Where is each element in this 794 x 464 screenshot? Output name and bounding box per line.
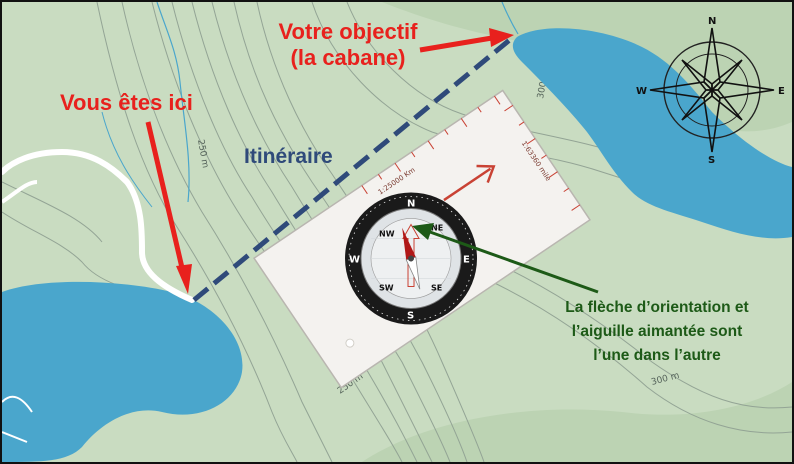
route-label: Itinéraire	[244, 145, 333, 168]
ring-southwest: SW	[379, 283, 394, 292]
lake-left	[2, 281, 243, 462]
note-arrow	[412, 223, 599, 294]
goal-label: Votre objectif (la cabane)	[268, 19, 428, 71]
goal-label-line-2: (la cabane)	[290, 45, 406, 70]
rose-east: E	[778, 86, 785, 97]
route-line	[192, 36, 514, 302]
ring-southeast: SE	[431, 283, 442, 292]
rose-north: N	[708, 16, 716, 27]
you-are-here-label: Vous êtes ici	[60, 90, 193, 115]
forest-area	[362, 382, 792, 462]
magnetic-needle	[402, 227, 421, 290]
magnifier	[345, 338, 355, 348]
ruler-right	[504, 104, 581, 211]
trail	[2, 395, 33, 443]
rose-south: S	[708, 155, 715, 166]
contour-label: 250 m	[195, 139, 210, 169]
note-line-2: l’aiguille aimantée sont	[571, 323, 743, 340]
ring-north: N	[407, 198, 415, 209]
ring-northeast: NE	[431, 223, 443, 232]
goal-label-line-1: Votre objectif	[278, 19, 418, 44]
goal-arrow	[419, 28, 514, 53]
ring-south: S	[407, 310, 414, 321]
trail	[2, 148, 195, 303]
baseplate-compass: 1:25000 Km 1:63360 mile N S E	[252, 89, 592, 389]
note-line-1: La flèche d’orientation et	[565, 299, 749, 316]
compass-bezel: N S E W NE NW SE SW	[345, 192, 478, 325]
ring-east: E	[463, 254, 470, 265]
lake-right	[512, 28, 792, 239]
direction-of-travel-arrow	[443, 164, 496, 202]
stream	[101, 111, 153, 208]
trail	[2, 180, 38, 204]
compass-rose: N S E W	[636, 16, 785, 166]
note-line-3: l’une dans l’autre	[593, 347, 721, 364]
stream	[156, 2, 190, 203]
rose-west: W	[636, 86, 647, 97]
you-are-here-arrow	[145, 121, 192, 294]
ring-west: W	[349, 254, 360, 265]
orientation-note: La flèche d’orientation et l’aiguille ai…	[522, 296, 792, 368]
ruler-top	[361, 95, 501, 195]
stream	[501, 2, 519, 35]
ring-northwest: NW	[379, 229, 395, 238]
